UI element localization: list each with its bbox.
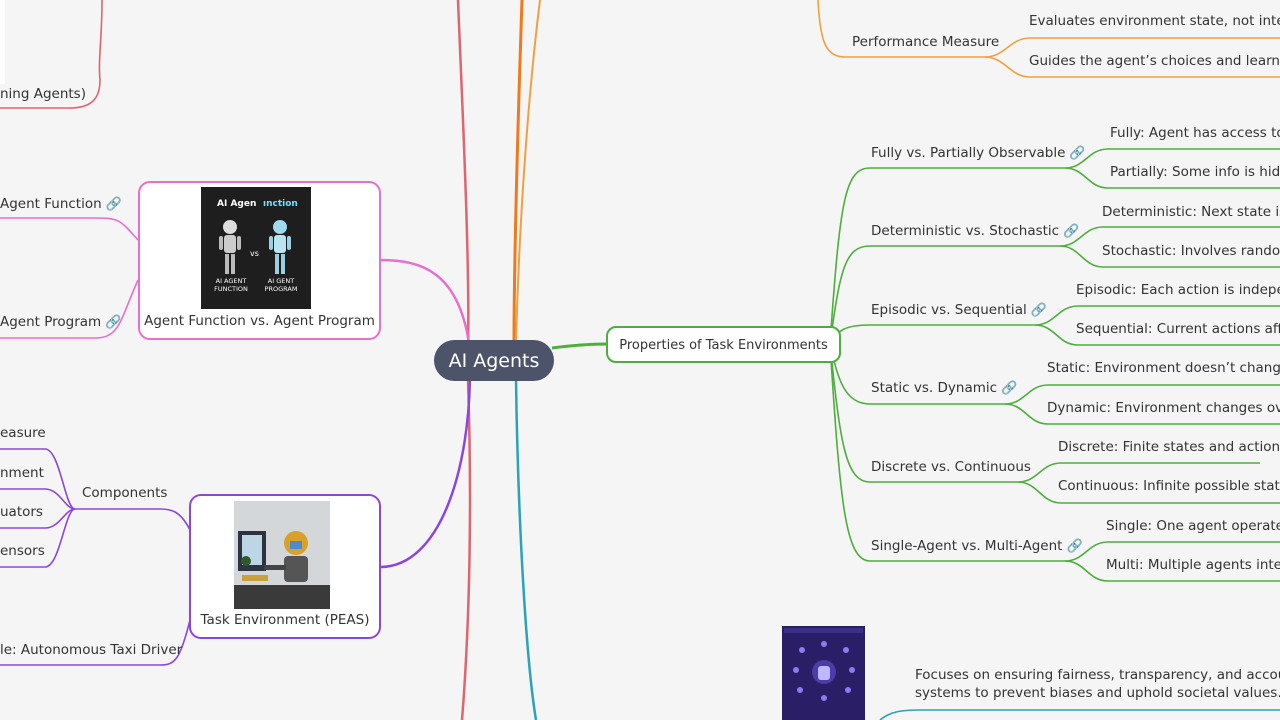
ethics-principles-infographic	[782, 626, 865, 720]
property-item[interactable]: Dynamic: Environment changes over ti	[1047, 400, 1280, 416]
performance-measure-node[interactable]: Performance Measure	[852, 34, 1000, 50]
image-vs: vs	[250, 249, 259, 258]
agent-function-image: AI Agen ınction vs AI AGENT FUNCTION AI …	[201, 187, 311, 309]
peas-card-label: Task Environment (PEAS)	[200, 612, 370, 628]
agent-function-label: Agent Function	[0, 196, 102, 212]
group-label: Episodic vs. Sequential	[871, 302, 1027, 318]
clipped-image	[0, 0, 5, 84]
property-item[interactable]: Multi: Multiple agents interac	[1106, 557, 1280, 573]
property-item[interactable]: Partially: Some info is hidden	[1110, 164, 1280, 180]
peas-image	[234, 501, 330, 609]
static-dynamic-node[interactable]: Static vs. Dynamic🔗	[871, 380, 1018, 396]
group-label: Fully vs. Partially Observable	[871, 145, 1066, 161]
link-icon[interactable]: 🔗	[1030, 303, 1047, 318]
robot-icon	[269, 220, 291, 274]
property-item[interactable]: Deterministic: Next state is pre	[1102, 204, 1280, 220]
group-label: Single-Agent vs. Multi-Agent	[871, 538, 1063, 554]
ethics-description-line1[interactable]: Focuses on ensuring fairness, transparen…	[915, 667, 1280, 683]
robot-icon	[219, 220, 241, 274]
link-icon[interactable]: 🔗	[1069, 146, 1086, 161]
performance-item[interactable]: Evaluates environment state, not interna…	[1029, 13, 1280, 29]
component-item[interactable]: ensors	[0, 543, 45, 559]
link-icon[interactable]: 🔗	[105, 315, 122, 330]
episodic-sequential-node[interactable]: Episodic vs. Sequential🔗	[871, 302, 1047, 318]
agent-function-node[interactable]: Agent Function🔗	[0, 196, 122, 212]
component-item[interactable]: easure	[0, 425, 46, 441]
agent-function-card-label: Agent Function vs. Agent Program	[144, 313, 375, 329]
property-item[interactable]: Fully: Agent has access to the	[1110, 125, 1280, 141]
component-item[interactable]: uators	[0, 504, 43, 520]
property-item[interactable]: Continuous: Infinite possible states/a	[1058, 478, 1280, 494]
agent-program-label: Agent Program	[0, 314, 102, 330]
link-icon[interactable]: 🔗	[105, 197, 122, 212]
group-label: Discrete vs. Continuous	[871, 459, 1031, 475]
peas-card[interactable]: Task Environment (PEAS)	[189, 494, 381, 639]
image-text-left: AI Agen	[217, 199, 257, 209]
single-multi-agent-node[interactable]: Single-Agent vs. Multi-Agent🔗	[871, 538, 1083, 554]
properties-label: Properties of Task Environments	[619, 338, 828, 353]
property-item[interactable]: Discrete: Finite states and actions	[1058, 439, 1280, 455]
properties-node[interactable]: Properties of Task Environments	[606, 326, 841, 363]
deterministic-stochastic-node[interactable]: Deterministic vs. Stochastic🔗	[871, 223, 1080, 239]
components-node[interactable]: Components	[82, 485, 168, 501]
ethics-description-line2[interactable]: systems to prevent biases and uphold soc…	[915, 685, 1280, 701]
agent-program-node[interactable]: Agent Program🔗	[0, 314, 122, 330]
performance-item[interactable]: Guides the agent’s choices and learning	[1029, 53, 1280, 69]
image-caption-1: AI AGENT FUNCTION	[214, 277, 248, 293]
learning-agents-node[interactable]: ning Agents)	[0, 86, 86, 102]
link-icon[interactable]: 🔗	[1066, 539, 1083, 554]
link-icon[interactable]: 🔗	[1001, 381, 1018, 396]
property-item[interactable]: Episodic: Each action is independe	[1076, 282, 1280, 298]
image-caption-2: AI GENT PROGRAM	[264, 277, 298, 293]
image-text-right: ınction	[263, 199, 298, 209]
robot-at-computer-image	[234, 501, 330, 609]
ethics-image[interactable]	[782, 626, 865, 720]
property-item[interactable]: Static: Environment doesn’t change d	[1047, 360, 1280, 376]
agent-function-card[interactable]: AI Agen ınction vs AI AGENT FUNCTION AI …	[138, 181, 381, 340]
example-node[interactable]: le: Autonomous Taxi Driver	[0, 642, 183, 658]
group-label: Static vs. Dynamic	[871, 380, 998, 396]
root-label: AI Agents	[448, 349, 540, 372]
link-icon[interactable]: 🔗	[1063, 224, 1080, 239]
group-label: Deterministic vs. Stochastic	[871, 223, 1060, 239]
property-item[interactable]: Sequential: Current actions affect	[1076, 321, 1280, 337]
property-item[interactable]: Stochastic: Involves randomne	[1102, 243, 1280, 259]
component-item[interactable]: nment	[0, 465, 44, 481]
property-item[interactable]: Single: One agent operates al	[1106, 518, 1280, 534]
fully-partially-node[interactable]: Fully vs. Partially Observable🔗	[871, 145, 1086, 161]
discrete-continuous-node[interactable]: Discrete vs. Continuous	[871, 459, 1031, 475]
root-node[interactable]: AI Agents	[434, 340, 554, 381]
